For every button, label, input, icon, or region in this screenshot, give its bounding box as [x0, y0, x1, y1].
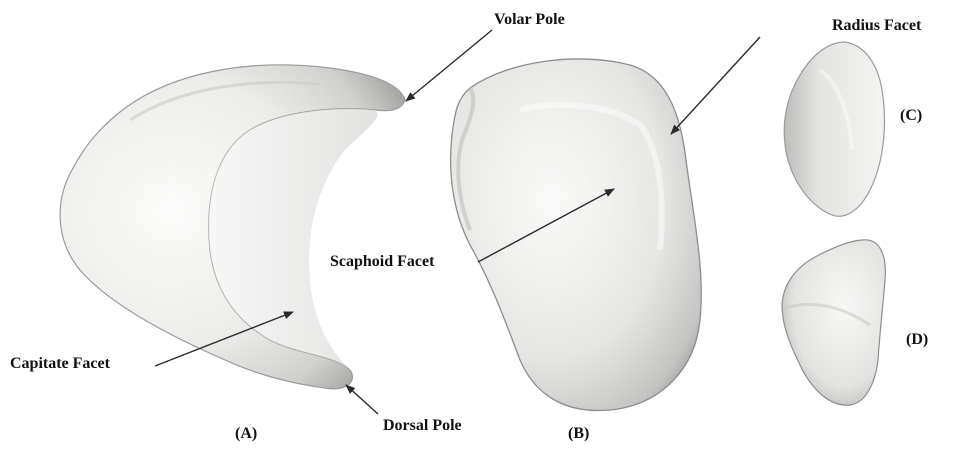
radius-facet-arrow	[671, 37, 760, 134]
bone-a	[60, 65, 405, 389]
bone-b	[451, 59, 702, 411]
bone-c	[784, 42, 884, 216]
panel-b-label: (B)	[568, 426, 589, 442]
capitate-facet-label: Capitate Facet	[10, 356, 110, 372]
radius-facet-label: Radius Facet	[832, 18, 921, 34]
dorsal-pole-arrow	[346, 385, 378, 414]
dorsal-pole-label: Dorsal Pole	[383, 418, 462, 434]
panel-d-label: (D)	[906, 332, 928, 348]
panel-c-label: (C)	[900, 108, 922, 124]
panel-a-label: (A)	[235, 426, 257, 442]
volar-pole-label: Volar Pole	[494, 12, 565, 28]
bone-d	[782, 240, 885, 405]
scaphoid-facet-label: Scaphoid Facet	[330, 254, 434, 270]
